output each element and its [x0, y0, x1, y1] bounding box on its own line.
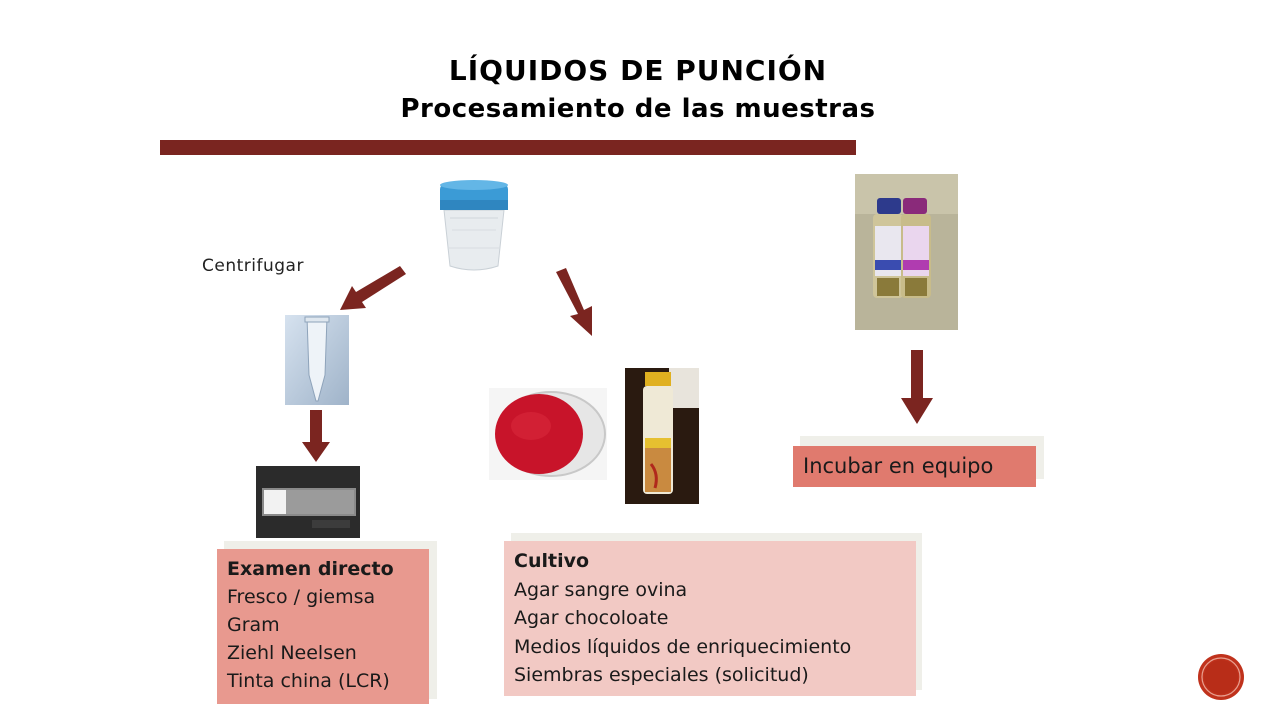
cultivo-item: Agar chocoloate: [514, 607, 669, 629]
cultivo-heading: Cultivo: [514, 550, 590, 572]
arrow-to-incubator: [901, 350, 933, 424]
cultivo-item: Agar sangre ovina: [514, 578, 688, 601]
blood-agar-plate-image: [489, 388, 607, 480]
blood-culture-bottles-image: [855, 174, 958, 330]
incubar-label: Incubar en equipo: [803, 454, 994, 478]
title-divider: [160, 140, 856, 155]
incubar-box: Incubar en equipo: [793, 446, 1036, 487]
cultivo-box: Cultivo Agar sangre ovina Agar chocoloat…: [504, 541, 916, 696]
title-line-2: Procesamiento de las muestras: [400, 94, 876, 124]
arrow-to-centrifuge: [340, 266, 406, 310]
examen-item: Fresco / giemsa: [227, 586, 376, 608]
examen-directo-heading: Examen directo: [227, 558, 394, 580]
examen-directo-box: Examen directo Fresco / giemsa Gram Zieh…: [217, 549, 429, 704]
slide-title: LÍQUIDOS DE PUNCIÓN Procesamiento de las…: [0, 52, 1276, 128]
microscope-slide-image: [256, 466, 360, 538]
cultivo-item: Medios líquidos de enriquecimiento: [514, 635, 852, 658]
examen-item: Gram: [227, 614, 280, 636]
examen-item: Ziehl Neelsen: [227, 642, 357, 664]
centrifuge-tube-image: [285, 315, 349, 405]
title-line-1: LÍQUIDOS DE PUNCIÓN: [448, 54, 828, 87]
specimen-container-image: [410, 178, 538, 276]
cultivo-item: Siembras especiales (solicitud): [514, 664, 809, 686]
culture-tube-image: [625, 368, 699, 504]
centrifugar-label: Centrifugar: [202, 256, 304, 276]
arrow-to-culture: [556, 268, 592, 336]
arrow-to-slide: [302, 410, 330, 462]
slide-decoration-circle-icon: [1198, 654, 1244, 700]
examen-item: Tinta china (LCR): [227, 670, 390, 692]
